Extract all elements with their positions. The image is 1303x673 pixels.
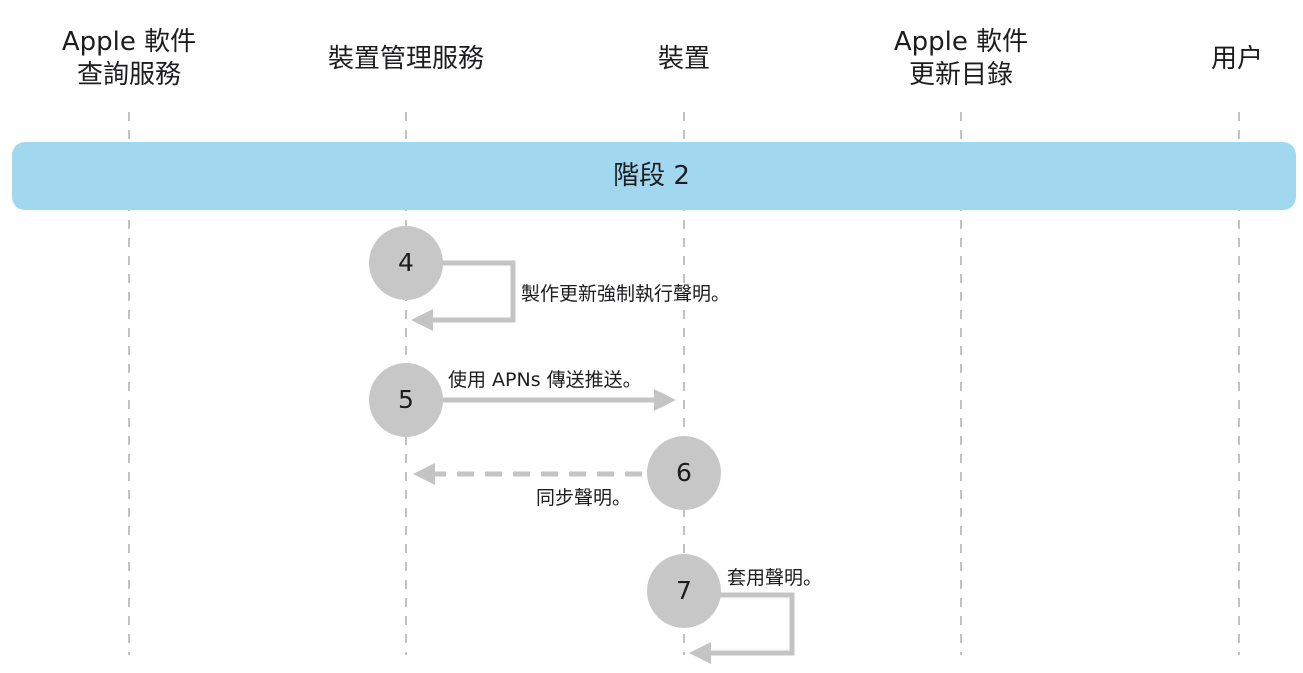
step-6-circle	[647, 436, 721, 510]
lane-header-line: Apple 軟件	[61, 27, 197, 57]
lane-header-line: 裝置	[657, 44, 710, 74]
step-7-number: 7	[676, 576, 692, 605]
lane-header-lookup-service: Apple 軟件 查詢服務	[19, 26, 239, 92]
step-5-label: 使用 APNs 傳送推送。	[448, 369, 642, 391]
step-6-number: 6	[676, 458, 692, 487]
phase-label: 階段 2	[613, 161, 690, 191]
lane-header-device: 裝置	[574, 43, 794, 76]
step-4-number: 4	[398, 248, 414, 277]
step-5-circle	[369, 363, 443, 437]
lane-header-device-management-service: 裝置管理服務	[296, 43, 516, 76]
phase-bar	[12, 142, 1296, 210]
lane-header-user: 用户	[1127, 43, 1303, 76]
lane-header-update-catalog: Apple 軟件 更新目錄	[851, 26, 1071, 92]
step-4-label: 製作更新強制執行聲明。	[521, 283, 731, 305]
step-7-self-arrow	[688, 592, 795, 665]
lane-header-line: Apple 軟件	[893, 27, 1029, 57]
lane-header-line: 用户	[1210, 44, 1263, 74]
lane-header-line: 查詢服務	[76, 60, 181, 90]
step-7-label: 套用聲明。	[727, 567, 823, 589]
lane-header-line: 更新目錄	[908, 60, 1013, 90]
step-5-number: 5	[398, 385, 414, 414]
step-4-circle	[369, 226, 443, 300]
step-7-circle	[647, 554, 721, 628]
step-6-label: 同步聲明。	[536, 487, 632, 509]
step-4-self-arrow	[410, 260, 516, 332]
lane-header-line: 裝置管理服務	[327, 44, 484, 74]
